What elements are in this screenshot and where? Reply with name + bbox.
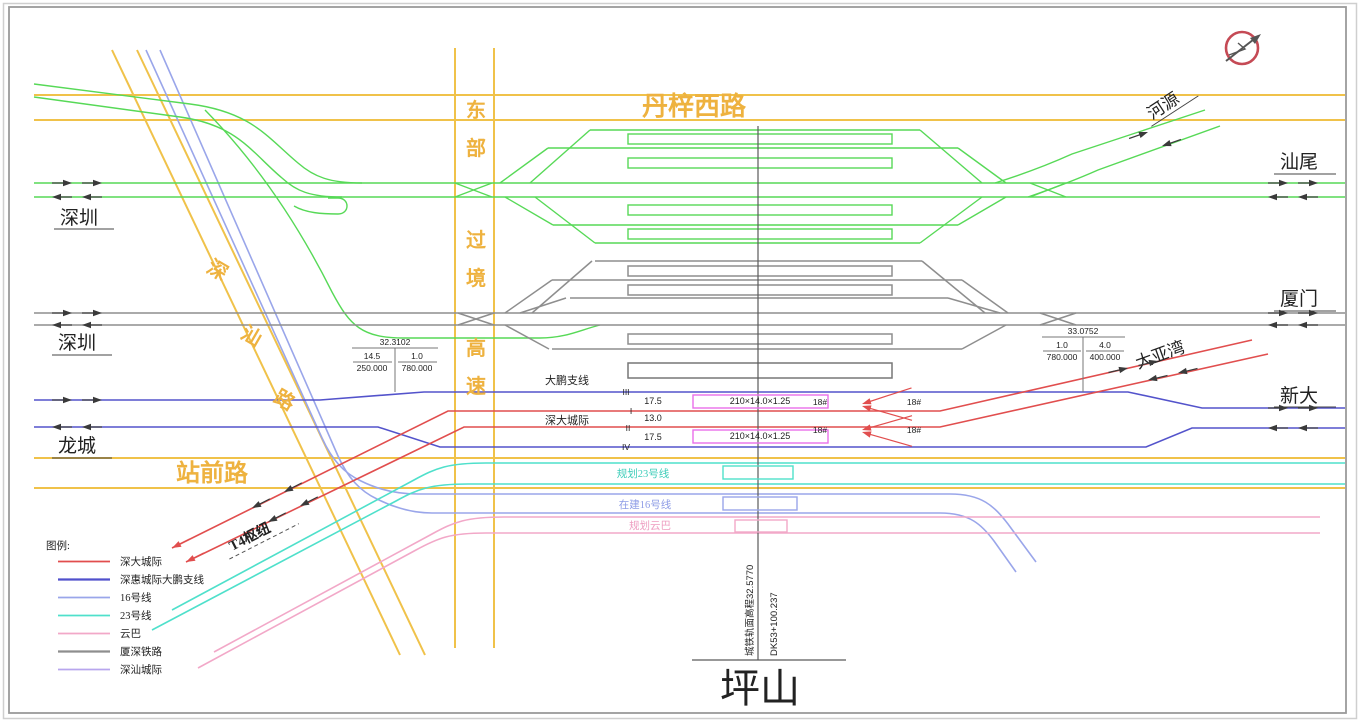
label-shenda: 深大城际	[545, 413, 589, 427]
endpoint-xinda: 新大	[1280, 385, 1318, 407]
legend-label: 云巴	[120, 628, 141, 640]
line16-tracks	[145, 49, 1037, 573]
gradient-length: 780.000	[402, 363, 433, 373]
yunba-tracks	[197, 516, 1320, 669]
north-compass-icon	[1224, 30, 1261, 66]
legend-title: 图例:	[46, 539, 70, 552]
road-char: 过	[466, 229, 486, 252]
station-axis	[692, 126, 846, 661]
legend-label: 厦深铁路	[120, 645, 162, 658]
label-yunba: 规划云巴	[629, 519, 671, 532]
platform-dimension: 210×14.0×1.25	[730, 396, 791, 406]
turnout-label: 18#	[907, 397, 921, 407]
axis-elevation: 城铁轨面高程32.5770	[744, 565, 756, 656]
turnout-label: 18#	[907, 425, 921, 435]
track-gap: 17.5	[644, 396, 662, 406]
gradient-length: 780.000	[1047, 352, 1078, 362]
gradient-slope: 4.0	[1099, 340, 1111, 350]
gray-railway-tracks	[34, 260, 1345, 379]
road-label-zhanqianlu: 站前路	[176, 459, 249, 487]
endpoint-t4hub: T4枢纽	[226, 519, 300, 560]
label-dapeng-branch: 大鹏支线	[545, 373, 589, 387]
shenda-intercity-tracks	[171, 339, 1269, 563]
station-name: 坪山	[720, 666, 800, 711]
endpoint-shanwei: 汕尾	[1280, 151, 1318, 173]
gradient-slope: 14.5	[364, 351, 381, 361]
road-char: 深	[203, 255, 232, 285]
gradient-length: 400.000	[1090, 352, 1121, 362]
track-gap: 17.5	[644, 432, 662, 442]
legend-label: 深惠城际大鹏支线	[120, 573, 204, 586]
legend-label: 深大城际	[120, 555, 162, 568]
gradient-length: 250.000	[357, 363, 388, 373]
endpoint-xiamen: 厦门	[1280, 288, 1318, 310]
turnout-label: 18#	[813, 425, 827, 435]
line23-tracks	[151, 462, 1345, 631]
track-annotations: 大鹏支线 深大城际 III I II IV 17.5 13.0 17.5 210…	[545, 373, 921, 452]
track-number: III	[622, 387, 629, 397]
road-char: 汕	[237, 321, 266, 351]
direction-arrows	[52, 131, 1318, 562]
axis-chainage: DK53+100.237	[769, 592, 780, 656]
legend-label: 23号线	[120, 609, 152, 622]
endpoint-dayawan: 大亚湾	[1133, 337, 1187, 372]
gradient-elevation: 32.3102	[380, 337, 411, 347]
track-gap: 13.0	[644, 413, 662, 423]
turnout-label: 18#	[813, 397, 827, 407]
endpoint-shenzhen-top: 深圳	[60, 207, 98, 229]
gradient-slope: 1.0	[411, 351, 423, 361]
label-line16: 在建16号线	[619, 498, 672, 511]
line16-station-box	[722, 496, 798, 511]
road-lines	[34, 48, 1345, 656]
transit-station-boxes	[722, 465, 798, 533]
road-char: 部	[466, 136, 486, 160]
line23-station-box	[722, 465, 794, 480]
gradient-table-right: 33.0752 1.0 4.0 780.000 400.000	[1047, 326, 1121, 362]
gradient-table-left: 32.3102 14.5 1.0 250.000 780.000	[357, 337, 433, 373]
green-railway-tracks	[33, 83, 1345, 339]
legend-label: 16号线	[120, 591, 152, 604]
track-number: I	[630, 406, 632, 416]
road-label-danzixilu: 丹梓西路	[642, 91, 747, 121]
track-number: IV	[622, 442, 630, 452]
road-char: 东	[466, 98, 486, 122]
label-line23: 规划23号线	[617, 467, 670, 480]
platform-dimension: 210×14.0×1.25	[730, 431, 791, 441]
gradient-elevation: 33.0752	[1068, 326, 1099, 336]
road-char: 境	[466, 266, 486, 290]
legend-label: 深汕城际	[120, 664, 162, 676]
endpoint-dayawan-label: 大亚湾	[1133, 337, 1187, 372]
yunba-station-box	[734, 519, 788, 533]
gradient-marks	[352, 336, 1125, 392]
road-char: 速	[466, 375, 486, 398]
legend: 图例: 深大城际 深惠城际大鹏支线 16号线 23号线 云巴 厦深铁路 深汕城际	[46, 539, 204, 676]
shenhui-dapeng-tracks	[34, 391, 1345, 448]
gradient-slope: 1.0	[1056, 340, 1068, 350]
endpoint-shenzhen-mid: 深圳	[58, 332, 96, 354]
endpoint-t4hub-label: T4枢纽	[226, 519, 273, 554]
endpoint-longcheng: 龙城	[58, 435, 96, 457]
track-number: II	[626, 423, 631, 433]
platform-dimension-boxes	[692, 394, 829, 444]
road-char: 高	[466, 336, 486, 360]
road-label-dongbu-guojing: 东 部 过 境 高 速	[466, 98, 486, 398]
